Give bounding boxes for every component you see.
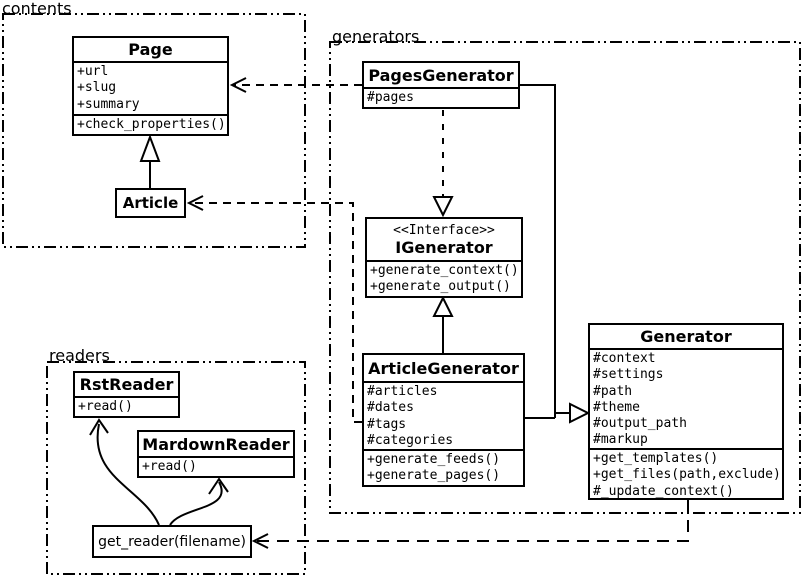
edge-article-to-page-inheritance xyxy=(139,134,161,188)
edge-generators-to-generator-inheritance xyxy=(520,84,591,424)
class-igenerator: <<Interface>> IGenerator +generate_conte… xyxy=(365,217,523,298)
class-articlegenerator-title: ArticleGenerator xyxy=(364,355,523,383)
class-mardownreader-title: MardownReader xyxy=(139,432,293,458)
package-contents-border xyxy=(2,13,306,248)
class-rstreader: RstReader +read() xyxy=(73,371,180,418)
edge-getreader-to-rstreader-arrow xyxy=(89,418,160,526)
edge-pagesgenerator-to-igenerator-realization xyxy=(432,110,454,218)
class-generator-attributes: #context #settings #path #theme #output_… xyxy=(590,350,782,450)
edge-generator-to-getreader-dependency xyxy=(251,500,689,549)
package-label-contents: contents xyxy=(2,0,72,18)
class-generator-methods: +get_templates() +get_files(path,exclude… xyxy=(593,451,781,499)
class-page: Page +url +slug +summary +check_properti… xyxy=(72,36,229,136)
class-mardownreader-methods: +read() xyxy=(142,459,197,474)
class-page-title: Page xyxy=(74,38,227,63)
class-pagesgenerator: PagesGenerator #pages xyxy=(362,61,520,109)
class-rstreader-title: RstReader xyxy=(75,373,178,398)
class-generator-title: Generator xyxy=(590,325,782,350)
class-article: Article xyxy=(115,188,186,218)
package-label-generators: generators xyxy=(332,27,420,46)
class-igenerator-title: <<Interface>> IGenerator xyxy=(367,219,521,262)
class-pagesgenerator-title: PagesGenerator xyxy=(364,63,518,89)
class-igenerator-name: IGenerator xyxy=(395,237,493,257)
class-mardownreader: MardownReader +read() xyxy=(137,430,295,478)
class-articlegenerator: ArticleGenerator #articles #dates #tags … xyxy=(362,353,525,487)
function-get-reader: get_reader(filename) xyxy=(92,525,252,558)
class-igenerator-methods: +generate_context() +generate_output() xyxy=(370,263,519,295)
package-readers-border xyxy=(46,361,306,575)
edge-pagesgenerator-to-page-dependency xyxy=(229,77,362,93)
edge-articlegenerator-to-igenerator-inheritance xyxy=(432,295,454,353)
class-igenerator-stereotype: <<Interface>> xyxy=(393,222,495,238)
class-pagesgenerator-attributes: #pages xyxy=(367,90,414,105)
class-articlegenerator-methods: +generate_feeds() +generate_pages() xyxy=(367,452,501,484)
package-generators-border xyxy=(329,41,801,514)
package-label-readers: readers xyxy=(49,346,110,365)
class-page-methods: +check_properties() xyxy=(77,117,226,132)
class-articlegenerator-attributes: #articles #dates #tags #categories xyxy=(364,383,523,451)
class-rstreader-methods: +read() xyxy=(78,399,133,414)
class-generator: Generator #context #settings #path #them… xyxy=(588,323,784,500)
edge-articlegenerator-to-article-dependency xyxy=(186,195,362,423)
edge-getreader-to-mardownreader-arrow xyxy=(169,477,229,526)
class-page-attributes: +url +slug +summary xyxy=(74,63,227,116)
class-article-title: Article xyxy=(122,194,179,212)
